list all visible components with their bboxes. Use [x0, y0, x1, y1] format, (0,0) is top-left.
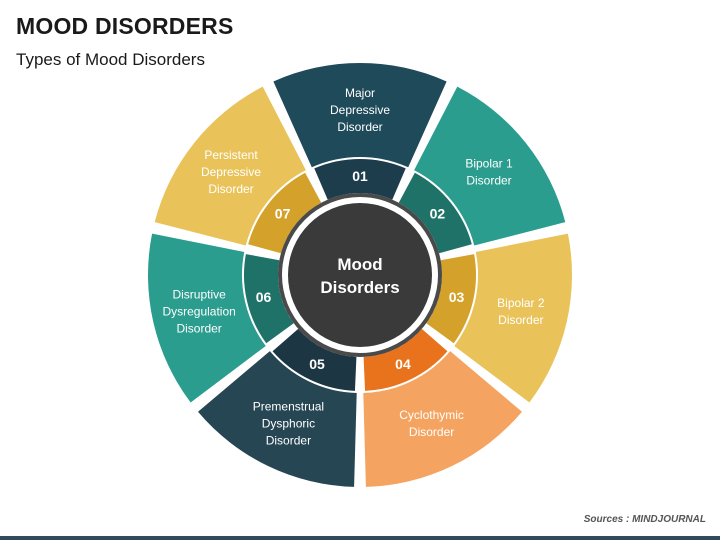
segment-3-label: Bipolar 2 Disorder	[497, 296, 545, 327]
segment-2-label-line: Bipolar 1	[465, 157, 513, 171]
number-segment-3	[426, 254, 476, 344]
bottom-accent-bar	[0, 536, 720, 540]
center-circle	[288, 203, 432, 347]
segment-3-label-line: Bipolar 2	[497, 296, 545, 310]
number-segment-6	[244, 254, 294, 344]
segment-5-number: 05	[309, 356, 325, 372]
segment-6	[148, 233, 266, 403]
segment-6-label-line: Dysregulation	[162, 305, 235, 319]
segment-2-label-line: Disorder	[466, 174, 511, 188]
segment-3-number: 03	[449, 289, 465, 305]
segment-1-label-line: Major	[345, 86, 375, 100]
segment-7-number: 07	[275, 205, 291, 221]
segment-1	[273, 62, 447, 168]
center-label-line: Disorders	[320, 278, 399, 297]
number-segment-1	[314, 159, 406, 200]
segment-3-label-line: Disorder	[498, 313, 543, 327]
segment-7-label-line: Disorder	[208, 182, 253, 196]
segment-7-label-line: Persistent	[204, 148, 258, 162]
segment-6-label-line: Disorder	[176, 322, 221, 336]
segment-4-label-line: Cyclothymic	[399, 408, 464, 422]
number-segment-2	[398, 172, 472, 254]
segment-1-label-line: Disorder	[337, 120, 382, 134]
segment-2	[414, 86, 566, 246]
number-segment-7	[248, 172, 322, 254]
page-title: MOOD DISORDERS	[16, 13, 234, 39]
segment-5-label-line: Dysphoric	[262, 417, 315, 431]
segment-5-label-line: Premenstrual	[253, 400, 324, 414]
segment-3	[454, 233, 572, 403]
number-segment-5	[272, 328, 357, 391]
segment-1-label-line: Depressive	[330, 103, 390, 117]
segment-4-label-line: Disorder	[409, 425, 454, 439]
segment-4-number: 04	[395, 356, 411, 372]
segment-6-label-line: Disruptive	[172, 288, 226, 302]
segment-5	[198, 351, 357, 487]
page-subtitle: Types of Mood Disorders	[16, 50, 205, 69]
inner-number-ring: 01 02 03 04 05 06 07	[244, 159, 476, 391]
segment-1-number: 01	[352, 168, 368, 184]
segment-4	[363, 351, 522, 487]
segment-5-label-line: Disorder	[266, 434, 311, 448]
segment-7-label-line: Depressive	[201, 165, 261, 179]
segment-6-number: 06	[256, 289, 272, 305]
segment-7	[154, 86, 306, 246]
segment-2-number: 02	[430, 205, 446, 221]
source-note: Sources : MINDJOURNAL	[583, 514, 706, 525]
center-label-line: Mood	[337, 255, 382, 274]
segment-2-label: Bipolar 1 Disorder	[465, 157, 513, 188]
number-segment-4	[363, 328, 448, 391]
